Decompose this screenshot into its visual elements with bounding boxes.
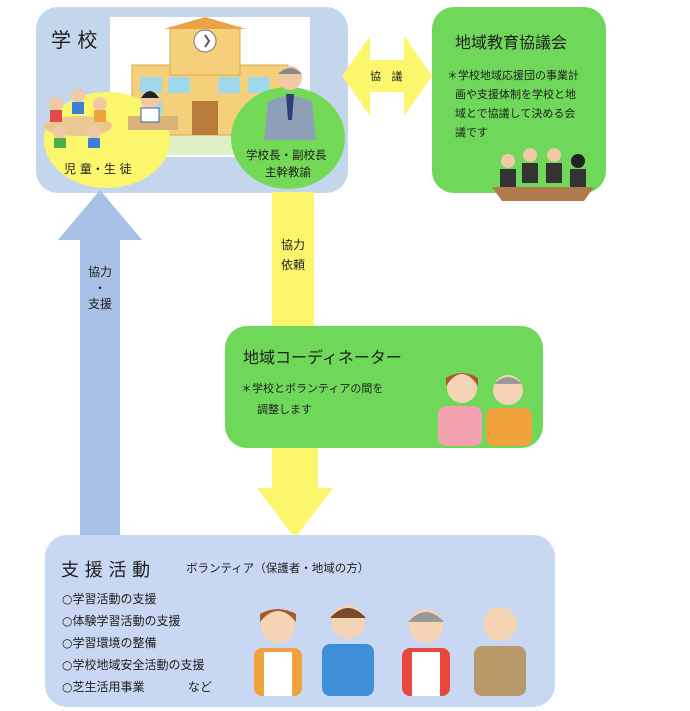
school-title: 学 校: [51, 28, 98, 52]
consult-char-1: 協: [370, 70, 381, 83]
principal-illustration: [264, 66, 316, 140]
consult-label: 協 議: [370, 68, 403, 84]
request-label: 協力 依頼: [272, 238, 314, 272]
support-item: ○芝生活用事業: [62, 680, 145, 694]
coordinator-to-support-arrow: [257, 448, 333, 538]
students-illustration: [44, 89, 178, 148]
council-desc-line1: ＊学校地域応援団の事業計: [447, 69, 579, 82]
council-title: 地域教育協議会: [455, 33, 568, 52]
students-label: 児 童・生 徒: [64, 162, 132, 176]
support-item: ○学習活動の支援: [62, 592, 157, 606]
support-subtitle: ボランティア（保護者・地域の方）: [186, 561, 370, 575]
coordinator-desc-line2: 調整します: [257, 403, 312, 416]
meeting-illustration: [492, 148, 594, 201]
support-etc: など: [188, 680, 213, 694]
support-arrow-label-1: 協力: [87, 265, 112, 279]
support-item: ○学校地域安全活動の支援: [62, 658, 205, 672]
coordinator-desc-line1: ＊学校とボランティアの間を: [241, 382, 384, 395]
principal-line2: 主幹教諭: [265, 165, 311, 179]
support-activity-list: ○学習活動の支援 ○体験学習活動の支援 ○学習環境の整備 ○学校地域安全活動の支…: [62, 588, 204, 698]
consult-double-arrow: [342, 36, 432, 116]
support-up-arrow: [58, 190, 142, 540]
support-item: ○体験学習活動の支援: [62, 614, 181, 628]
council-desc-line4: 議です: [455, 126, 488, 139]
coordinator-title: 地域コーディネーター: [243, 348, 402, 367]
support-arrow-label: 協力 ・ 支援: [80, 265, 120, 311]
request-label-2: 依頼: [280, 258, 305, 272]
request-arrow-shaft: [272, 192, 314, 326]
consult-char-2: 議: [391, 70, 403, 83]
support-arrow-label-2: ・: [93, 281, 106, 295]
support-item: ○学習環境の整備: [62, 636, 157, 650]
request-label-1: 協力: [280, 238, 305, 252]
council-desc-line3: 域とで協議して決める会: [455, 107, 576, 120]
council-desc-line2: 画や支援体制を学校と地: [455, 88, 576, 101]
coordinator-illustration: [438, 373, 532, 446]
support-arrow-label-3: 支援: [87, 297, 112, 311]
principal-line1: 学校長・副校長: [246, 148, 327, 162]
volunteers-illustration: [254, 605, 526, 696]
support-title: 支 援 活 動: [61, 560, 151, 581]
